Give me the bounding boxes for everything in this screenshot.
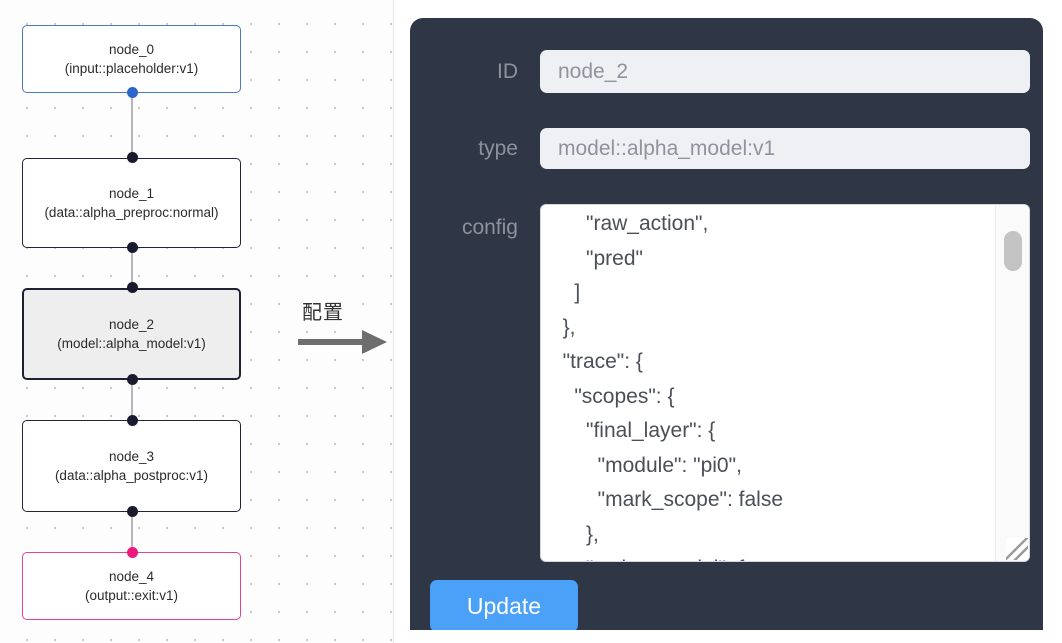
node-handle-target-node_3[interactable] <box>126 415 138 426</box>
node-handle-source-node_2[interactable] <box>126 374 138 385</box>
node-handle-source-node_1[interactable] <box>126 242 138 253</box>
node-handle-source-node_3[interactable] <box>126 506 138 517</box>
graph-node-id: node_2 <box>108 317 155 332</box>
config-editor[interactable]: "raw_action", "pred" ] }, "trace": { "sc… <box>540 204 1030 562</box>
graph-node-type: (data::alpha_postproc:v1) <box>54 468 209 483</box>
node-inspector-panel: ID type config "raw_action", "pred" ] },… <box>410 18 1043 630</box>
config-textarea[interactable]: "raw_action", "pred" ] }, "trace": { "sc… <box>562 212 783 561</box>
update-button[interactable]: Update <box>430 580 578 630</box>
transition-label: 配置 <box>302 300 344 324</box>
graph-node-node_3[interactable]: node_3 (data::alpha_postproc:v1) <box>22 420 241 512</box>
graph-node-id: node_1 <box>108 186 155 201</box>
field-row-id: ID <box>410 50 1043 93</box>
edge-node3-node4[interactable] <box>131 511 133 554</box>
graph-node-node_2[interactable]: node_2 (model::alpha_model:v1) <box>22 288 241 380</box>
id-input[interactable] <box>540 50 1030 93</box>
type-field-label: type <box>478 136 518 160</box>
node-handle-target-node_4[interactable] <box>126 547 138 558</box>
graph-node-id: node_0 <box>108 42 155 57</box>
graph-node-node_0[interactable]: node_0 (input::placeholder:v1) <box>22 25 241 93</box>
graph-node-type: (output::exit:v1) <box>84 588 179 603</box>
edge-node1-node2[interactable] <box>131 247 133 290</box>
node-handle-source-node_0[interactable] <box>126 87 138 98</box>
graph-node-type: (data::alpha_preproc:normal) <box>44 205 219 220</box>
id-field-label: ID <box>497 59 518 83</box>
graph-node-id: node_3 <box>108 449 155 464</box>
resize-handle-icon[interactable] <box>1006 538 1028 560</box>
edge-node0-node1[interactable] <box>131 92 133 160</box>
arrow-right-icon <box>298 330 387 354</box>
graph-node-type: (model::alpha_model:v1) <box>57 336 206 351</box>
graph-node-id: node_4 <box>108 569 155 584</box>
graph-node-type: (input::placeholder:v1) <box>64 61 199 76</box>
graph-node-node_1[interactable]: node_1 (data::alpha_preproc:normal) <box>22 158 241 248</box>
config-scrollbar[interactable] <box>995 205 1029 561</box>
node-handle-target-node_2[interactable] <box>126 282 138 293</box>
node-handle-target-node_1[interactable] <box>126 152 138 163</box>
config-scrollbar-thumb[interactable] <box>1004 231 1022 271</box>
field-row-type: type <box>410 128 1043 169</box>
type-input[interactable] <box>540 128 1030 169</box>
edge-node2-node3[interactable] <box>131 379 133 422</box>
config-field-label: config <box>461 216 518 239</box>
graph-canvas[interactable]: node_0 (input::placeholder:v1) node_1 (d… <box>0 0 394 643</box>
field-row-config: config "raw_action", "pred" ] }, "trace"… <box>410 204 1043 562</box>
transition-annotation: 配置 <box>296 296 394 358</box>
graph-node-node_4[interactable]: node_4 (output::exit:v1) <box>22 552 241 620</box>
